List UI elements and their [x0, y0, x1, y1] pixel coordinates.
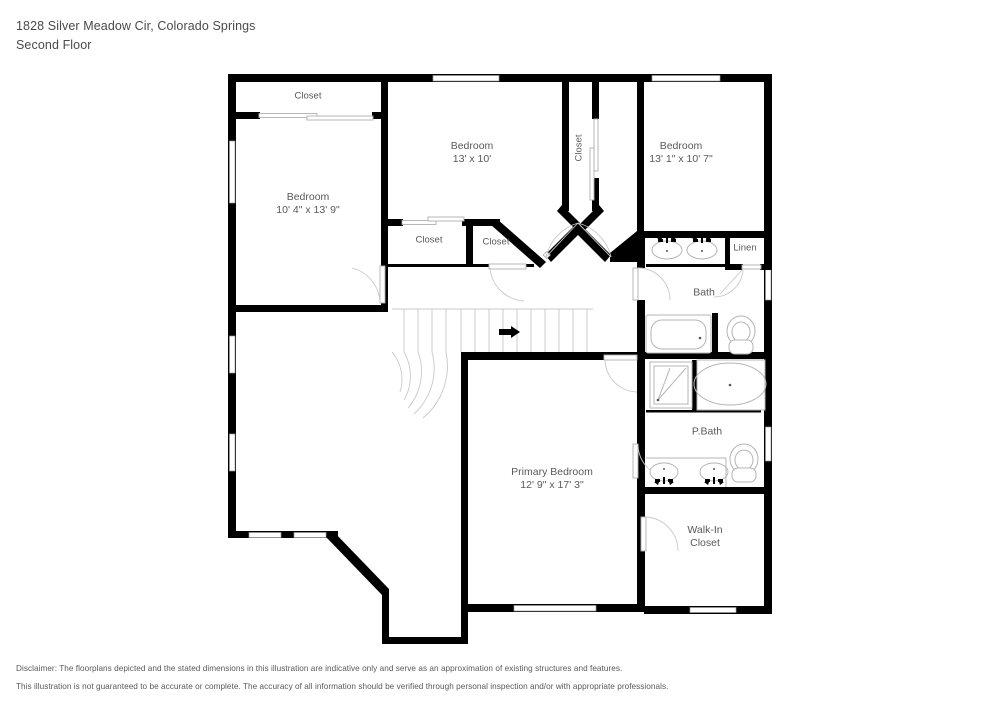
- soaking-tub-icon: [693, 359, 767, 411]
- floor-label: Second Floor: [16, 38, 92, 52]
- primary-bath-fixtures: [646, 359, 767, 487]
- door-closet-mid-right: [488, 263, 527, 302]
- door-bedroom-left: [351, 265, 386, 304]
- toilet-icon-bath: [726, 315, 756, 355]
- toilet-icon-pbath: [729, 443, 759, 483]
- disclaimer-line-2: This illustration is not guaranteed to b…: [16, 682, 669, 691]
- disclaimer-line-1: Disclaimer: The floorplans depicted and …: [16, 664, 623, 673]
- door-bath: [632, 267, 671, 301]
- bathtub-icon: [645, 314, 712, 354]
- door-walk-in-closet: [640, 516, 679, 552]
- plan-header: 1828 Silver Meadow Cir, Colorado Springs…: [16, 17, 256, 55]
- shower-icon: [649, 361, 693, 409]
- closet-slider-top-left: [258, 113, 374, 121]
- sink-icon-pbath-2: [699, 462, 729, 485]
- interior-walls: [228, 74, 772, 494]
- property-address: 1828 Silver Meadow Cir, Colorado Springs: [16, 19, 256, 33]
- doors: [351, 222, 762, 552]
- closet-slider-center: [589, 118, 599, 201]
- sink-icon-bath-2: [686, 236, 718, 260]
- door-bedroom-right: [577, 222, 612, 258]
- door-linen: [713, 264, 762, 298]
- stairs-direction-arrow: [499, 326, 520, 338]
- door-bedroom-middle: [542, 222, 579, 260]
- sink-icon-pbath-1: [649, 462, 679, 485]
- windows: [229, 75, 772, 613]
- bath-fixtures: [645, 236, 756, 355]
- closet-slider-mid-left: [401, 216, 465, 225]
- staircase: [391, 308, 593, 419]
- sink-icon-bath-1: [651, 236, 683, 260]
- door-primary-bedroom: [603, 354, 638, 393]
